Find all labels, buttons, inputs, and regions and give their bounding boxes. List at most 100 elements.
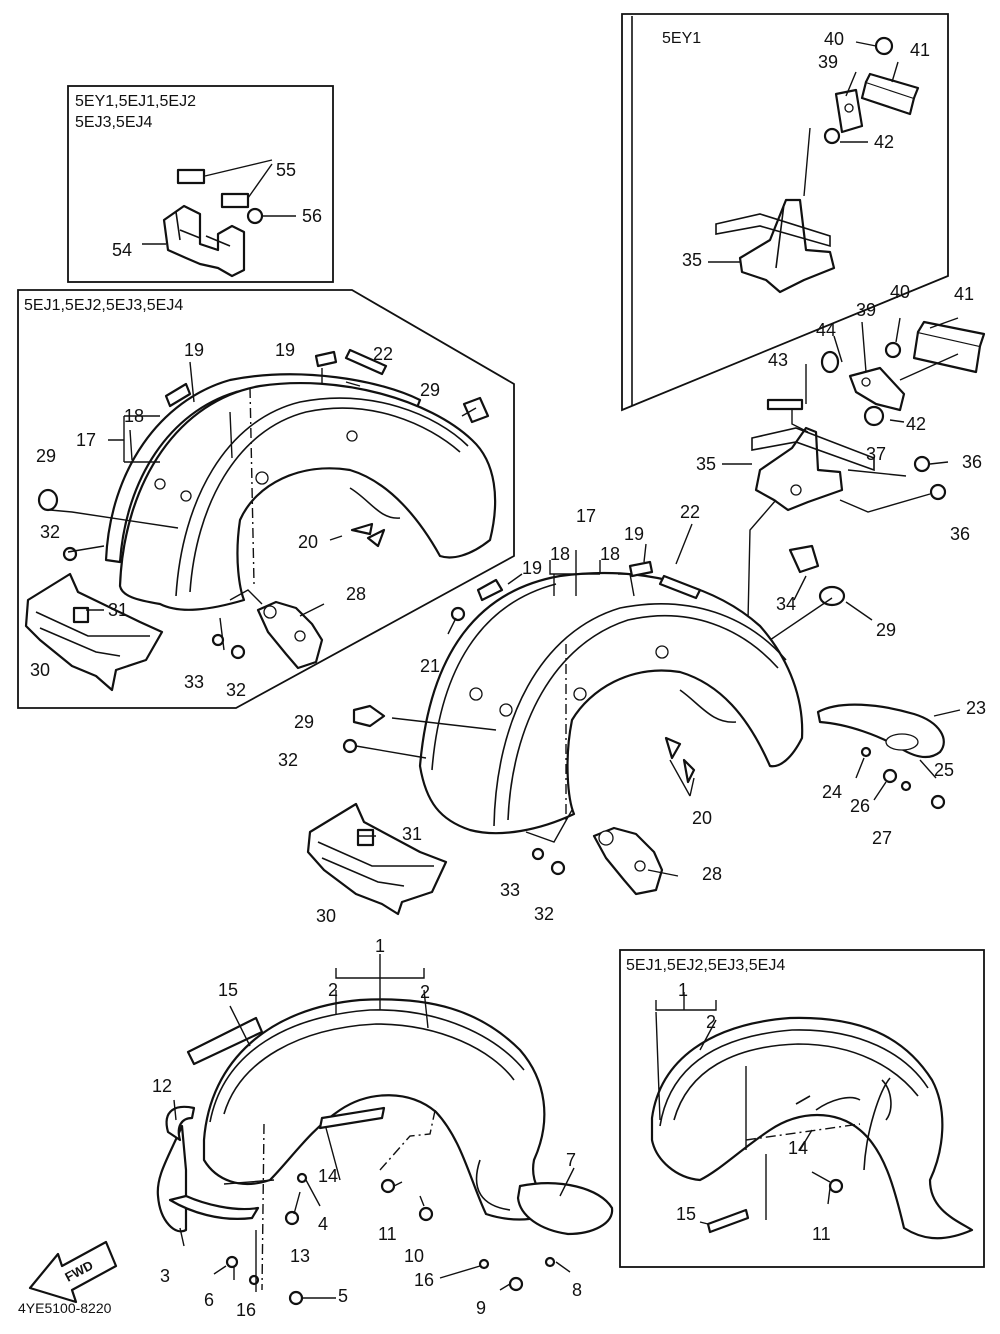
callout-19: 19 <box>624 524 644 544</box>
callout-20: 20 <box>692 808 712 828</box>
callout-18: 18 <box>550 544 570 564</box>
bracket-35-top <box>715 198 836 294</box>
bolt-32-inset-upper <box>62 546 78 562</box>
callout-28: 28 <box>702 864 722 884</box>
bolt-36-lower <box>929 483 947 501</box>
washer-4 <box>296 1172 308 1184</box>
callout-14: 14 <box>788 1138 808 1158</box>
callout-35: 35 <box>696 454 716 474</box>
reflector-20-inset <box>350 522 386 548</box>
emblem-12 <box>165 1105 196 1142</box>
nut-24 <box>860 746 872 758</box>
nut-42-main <box>863 405 885 427</box>
callout-19: 19 <box>522 558 542 578</box>
grommet-29-inset-right <box>462 396 490 424</box>
bolt-13 <box>284 1210 300 1226</box>
bolt-40-top <box>874 36 894 56</box>
callout-2: 2 <box>328 980 338 1000</box>
callout-8: 8 <box>572 1280 582 1300</box>
taillight-30-inset <box>24 572 164 692</box>
callout-29: 29 <box>294 712 314 732</box>
bolt-56 <box>246 207 264 225</box>
callout-16: 16 <box>414 1270 434 1290</box>
callout-6: 6 <box>204 1290 214 1310</box>
callout-1: 1 <box>375 936 385 956</box>
collar-43 <box>766 398 804 411</box>
stay-23 <box>816 703 945 758</box>
inset-label-line2: 5EJ3,5EJ4 <box>75 114 152 131</box>
callout-30: 30 <box>316 906 336 926</box>
callout-26: 26 <box>850 796 870 816</box>
bolt-40-main <box>884 341 902 359</box>
stay-3-front <box>156 1124 188 1233</box>
callout-39: 39 <box>818 52 838 72</box>
inset-label-front-fender: 5EJ1,5EJ2,5EJ3,5EJ4 <box>626 957 785 974</box>
callout-42: 42 <box>874 132 894 152</box>
callout-32: 32 <box>534 904 554 924</box>
callout-5: 5 <box>338 1286 348 1306</box>
callout-22: 22 <box>680 502 700 522</box>
callout-10: 10 <box>404 1246 424 1266</box>
clip-31-main <box>356 828 375 847</box>
washer-26 <box>882 768 898 784</box>
callout-18: 18 <box>600 544 620 564</box>
hinge-28-main <box>592 826 664 896</box>
callout-19: 19 <box>275 340 295 360</box>
emblem-19-main-left <box>476 578 504 602</box>
callout-21: 21 <box>420 656 440 676</box>
bolt-9 <box>508 1276 524 1292</box>
callout-37: 37 <box>866 444 886 464</box>
callout-1: 1 <box>678 980 688 1000</box>
inset-box-rear-fender <box>17 289 515 709</box>
bolt-32-main-upper <box>342 738 358 754</box>
grommet-29-inset-left <box>37 488 59 512</box>
callout-29: 29 <box>420 380 440 400</box>
inset-box-seat-bracket <box>67 85 334 283</box>
callout-54: 54 <box>112 240 132 260</box>
callout-27: 27 <box>872 828 892 848</box>
bolt-5 <box>288 1290 304 1306</box>
callout-17: 17 <box>576 506 596 526</box>
callout-3: 3 <box>160 1266 170 1286</box>
bolt-37 <box>913 455 931 473</box>
fwd-arrow-icon: FWD <box>28 1240 118 1304</box>
callout-31: 31 <box>402 824 422 844</box>
callout-24: 24 <box>822 782 842 802</box>
damper-44 <box>820 350 840 374</box>
inset-label-5ey1: 5EY1 <box>662 30 701 47</box>
callout-4: 4 <box>318 1214 328 1234</box>
fender-rear-inset <box>118 381 497 611</box>
callout-13: 13 <box>290 1246 310 1266</box>
emblem-19-inset-left <box>164 382 192 408</box>
callout-32: 32 <box>40 522 60 542</box>
callout-33: 33 <box>184 672 204 692</box>
stay-7 <box>516 1182 614 1236</box>
grommet-29-main-left <box>352 704 386 728</box>
callout-40: 40 <box>824 29 844 49</box>
bolt-21 <box>450 606 466 622</box>
bolt-32-inset-lower <box>230 644 246 660</box>
callout-43: 43 <box>768 350 788 370</box>
washer-33-main <box>531 847 545 861</box>
nut-10 <box>418 1206 434 1222</box>
strip-22-inset <box>344 348 388 376</box>
washer-27 <box>900 780 912 792</box>
callout-15: 15 <box>676 1204 696 1224</box>
emblem-19-inset-right <box>314 350 338 368</box>
bolt-25 <box>930 794 946 810</box>
callout-41: 41 <box>954 284 974 304</box>
inset-label-rear-fender: 5EJ1,5EJ2,5EJ3,5EJ4 <box>24 297 183 314</box>
callout-23: 23 <box>966 698 986 718</box>
bolt-11-front <box>380 1178 396 1194</box>
plate-39-main <box>848 366 906 412</box>
clip-31-inset <box>72 606 90 624</box>
callout-35: 35 <box>682 250 702 270</box>
reflector-20-main <box>664 736 696 784</box>
callout-29: 29 <box>36 446 56 466</box>
pad-41-top <box>860 72 920 116</box>
emblem-19-main-right <box>628 560 654 578</box>
inset-label-line1: 5EY1,5EJ1,5EJ2 <box>75 93 196 110</box>
callout-18: 18 <box>124 406 144 426</box>
clip-34 <box>788 544 820 574</box>
